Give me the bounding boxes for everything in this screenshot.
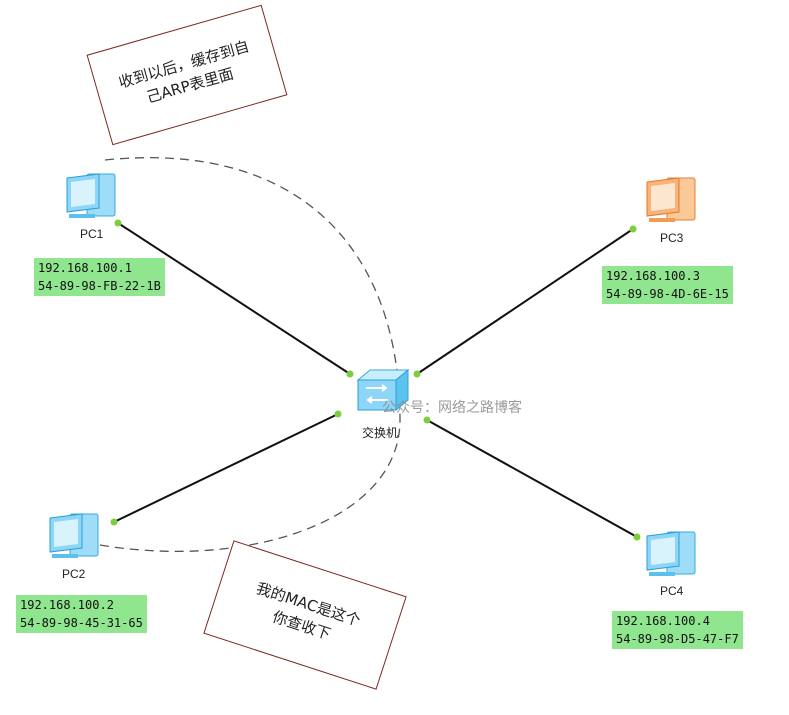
- pc4-icon[interactable]: [646, 531, 696, 576]
- pc2-ip: 192.168.100.2: [20, 598, 114, 612]
- pc1-name: PC1: [80, 227, 104, 241]
- pc2-mac: 54-89-98-45-31-65: [20, 616, 143, 630]
- pc4-mac: 54-89-98-D5-47-F7: [616, 632, 739, 646]
- pc3-name: PC3: [660, 231, 684, 245]
- pc2-address-label: 192.168.100.2 54-89-98-45-31-65: [16, 595, 147, 633]
- pc2-icon[interactable]: [49, 513, 99, 558]
- port-dot-switch-pc2: [334, 410, 342, 418]
- pc4-ip: 192.168.100.4: [616, 614, 710, 628]
- port-dot-switch-pc1: [346, 370, 354, 378]
- port-dot-switch-pc4: [423, 416, 431, 424]
- pc1-icon[interactable]: [66, 173, 116, 218]
- pc3-ip: 192.168.100.3: [606, 269, 700, 283]
- port-dot-pc2: [110, 518, 118, 526]
- pc3-mac: 54-89-98-4D-6E-15: [606, 287, 729, 301]
- port-dot-pc1: [114, 219, 122, 227]
- pc1-mac: 54-89-98-FB-22-1B: [38, 279, 161, 293]
- pc2-name: PC2: [62, 567, 86, 581]
- link-pc1-switch: [117, 222, 351, 375]
- port-dot-pc3: [629, 225, 637, 233]
- watermark: 公众号：网络之路博客: [382, 400, 522, 416]
- switch-name: 交换机: [362, 426, 399, 440]
- port-dot-pc4: [633, 533, 641, 541]
- pc1-ip: 192.168.100.1: [38, 261, 132, 275]
- switch-icon[interactable]: [356, 368, 410, 412]
- pc4-address-label: 192.168.100.4 54-89-98-D5-47-F7: [612, 611, 743, 649]
- arp-flow-arc: [99, 157, 401, 552]
- link-pc4-switch: [426, 419, 638, 538]
- link-pc2-switch: [113, 413, 339, 523]
- pc3-icon[interactable]: [646, 177, 696, 222]
- pc3-address-label: 192.168.100.3 54-89-98-4D-6E-15: [602, 266, 733, 304]
- port-dot-switch-pc3: [413, 370, 421, 378]
- port-dots: [110, 219, 641, 541]
- pc1-address-label: 192.168.100.1 54-89-98-FB-22-1B: [34, 258, 165, 296]
- pc4-name: PC4: [660, 584, 684, 598]
- link-pc3-switch: [416, 228, 634, 375]
